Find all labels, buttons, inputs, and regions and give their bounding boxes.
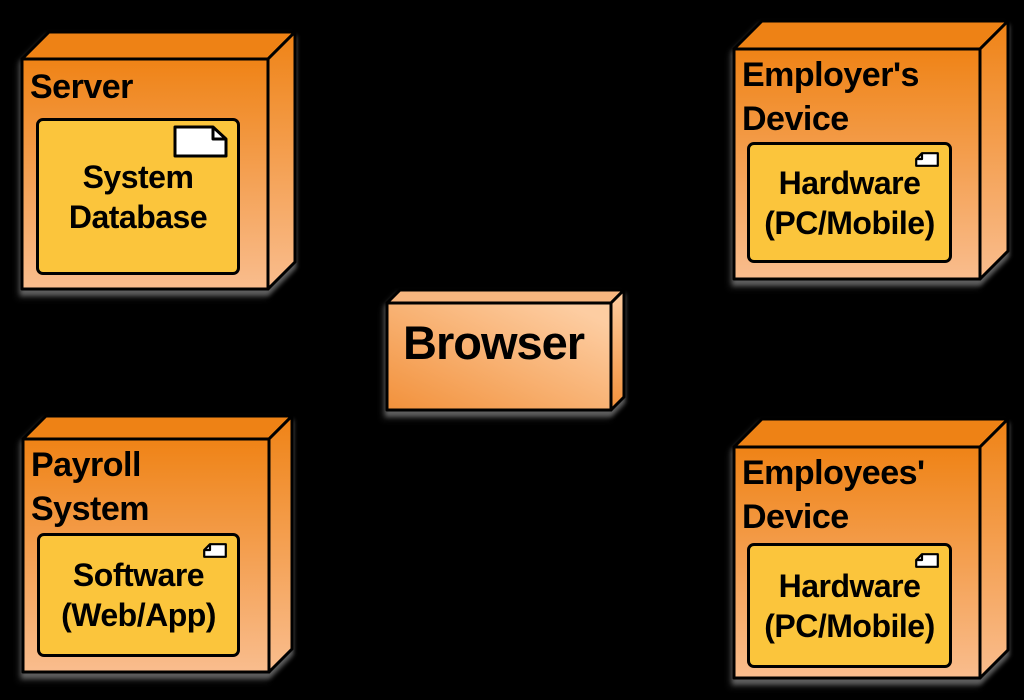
document-icon (173, 125, 228, 158)
artifact-hardware-employer: Hardware (PC/Mobile) (747, 142, 952, 263)
artifact-label-hardware-employer: Hardware (PC/Mobile) (764, 164, 935, 241)
artifact-software: Software (Web/App) (37, 533, 240, 657)
browser-title: Browser (403, 316, 585, 369)
node-browser: Browser (385, 288, 626, 412)
artifact-label-software: Software (Web/App) (61, 557, 216, 633)
artifact-label-system-database: System Database (68, 158, 208, 235)
employers-device-title: Employer's Device (742, 56, 919, 139)
node-employees-device: Employees' Device Hardware (PC/Mobile) (732, 417, 1010, 680)
node-server: Server System Database (20, 30, 297, 291)
document-icon (203, 543, 227, 558)
artifact-system-database: System Database (36, 118, 240, 275)
browser-cube-shape (385, 288, 626, 412)
node-employers-device: Employer's Device Hardware (PC/Mobile) (732, 19, 1010, 281)
node-payroll-system: Payroll System Software (Web/App) (21, 414, 294, 674)
employees-device-title: Employees' Device (742, 454, 925, 537)
payroll-system-title: Payroll System (31, 446, 149, 529)
document-icon (915, 152, 939, 167)
artifact-label-hardware-employee: Hardware (PC/Mobile) (764, 567, 935, 644)
document-icon (915, 553, 939, 568)
server-title: Server (30, 68, 133, 106)
artifact-hardware-employee: Hardware (PC/Mobile) (747, 543, 952, 668)
